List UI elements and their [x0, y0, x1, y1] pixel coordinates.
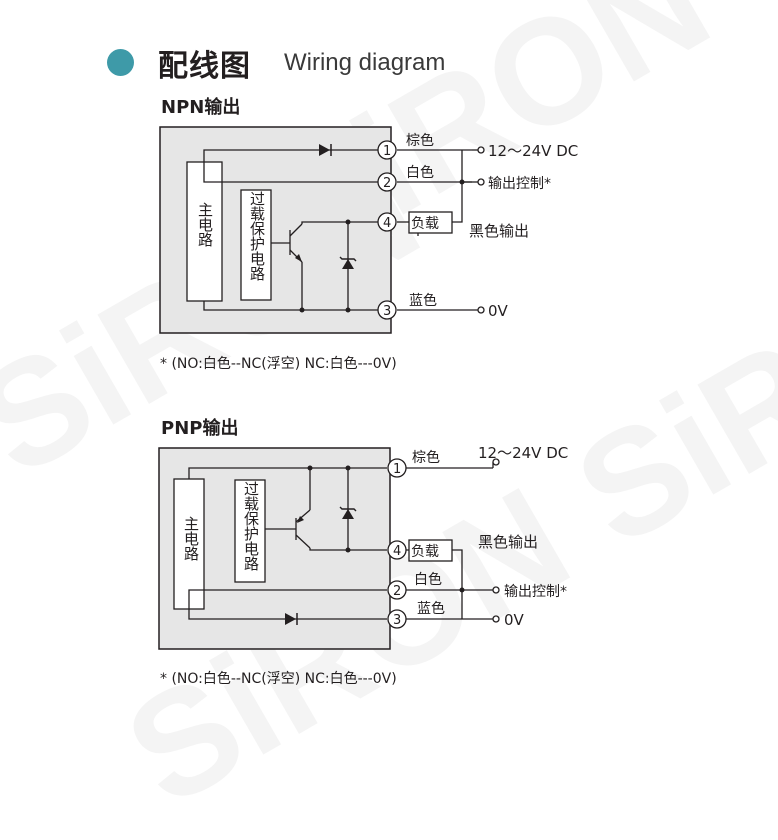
npn-zero-v-label: 0V — [488, 302, 509, 320]
pnp-terminal-1 — [387, 458, 407, 478]
npn-wire-white-label: 白色 — [406, 164, 434, 181]
pnp-protection-label: 过载保护电路 — [242, 481, 260, 571]
page-subtitle: Wiring diagram — [284, 49, 446, 76]
npn-output-control-label: 输出控制* — [488, 176, 551, 192]
npn-load-label: 负载 — [411, 216, 439, 232]
pnp-terminal-2 — [387, 580, 407, 600]
npn-protection-label: 过载保护电路 — [248, 191, 266, 281]
npn-wire-brown-label: 棕色 — [406, 132, 434, 149]
npn-section-title: NPN输出 — [161, 97, 241, 118]
pnp-terminal-3-label: 3 — [393, 613, 401, 628]
npn-wiring-diagram: 1 2 4 3 棕色 白色 蓝色 负载 12～24V DC 输出控制* 黑色输出… — [159, 126, 578, 372]
pnp-wire-brown-label: 棕色 — [412, 449, 440, 466]
pnp-zener-icon — [342, 509, 354, 519]
pnp-note: * (NO:白色--NC(浮空) NC:白色---0V) — [160, 670, 397, 687]
pnp-wire-white-label: 白色 — [414, 571, 442, 588]
npn-terminal-1-label: 1 — [383, 144, 391, 159]
pnp-output-control-label: 输出控制* — [504, 584, 567, 600]
npn-black-output-label: 黑色输出 — [469, 222, 529, 240]
pnp-zero-v-label: 0V — [504, 611, 525, 629]
pnp-wire-blue-label: 蓝色 — [417, 600, 445, 617]
pnp-section-title: PNP输出 — [161, 418, 239, 439]
pnp-terminal-3 — [387, 609, 407, 629]
npn-zener-icon — [342, 259, 354, 269]
page-title: 配线图 — [158, 49, 251, 84]
pnp-wiring-diagram: 1 4 2 3 棕色 白色 蓝色 负载 12～24V DC 输出控制* 黑色输出… — [158, 444, 568, 687]
npn-terminal-2-label: 2 — [383, 176, 391, 191]
pnp-terminal-2-label: 2 — [393, 584, 401, 599]
npn-terminal-1 — [377, 140, 397, 160]
pnp-black-output-label: 黑色输出 — [478, 533, 538, 551]
title-bullet-icon — [107, 49, 134, 76]
npn-main-circuit-label: 主电路 — [196, 202, 214, 247]
npn-wire-blue-label: 蓝色 — [409, 292, 437, 309]
pnp-terminal-4-label: 4 — [393, 544, 401, 559]
npn-diode-icon — [319, 144, 330, 156]
npn-protection-box — [240, 189, 272, 301]
npn-terminal-3 — [377, 300, 397, 320]
npn-terminal-2 — [377, 172, 397, 192]
npn-terminal-4 — [377, 212, 397, 232]
pnp-main-circuit-box — [173, 478, 205, 610]
npn-terminal-4-label: 4 — [383, 216, 391, 231]
npn-main-circuit-box — [186, 161, 223, 302]
npn-terminal-3-label: 3 — [383, 304, 391, 319]
pnp-protection-box — [234, 479, 266, 583]
npn-note: * (NO:白色--NC(浮空) NC:白色---0V) — [160, 355, 397, 372]
npn-supply-label: 12～24V DC — [488, 142, 578, 160]
pnp-terminal-1-label: 1 — [393, 462, 401, 477]
pnp-diode-icon — [285, 613, 296, 625]
pnp-supply-label: 12～24V DC — [478, 444, 568, 462]
pnp-terminal-4 — [387, 540, 407, 560]
pnp-load-label: 负载 — [411, 544, 439, 560]
pnp-main-circuit-label: 主电路 — [182, 516, 200, 561]
